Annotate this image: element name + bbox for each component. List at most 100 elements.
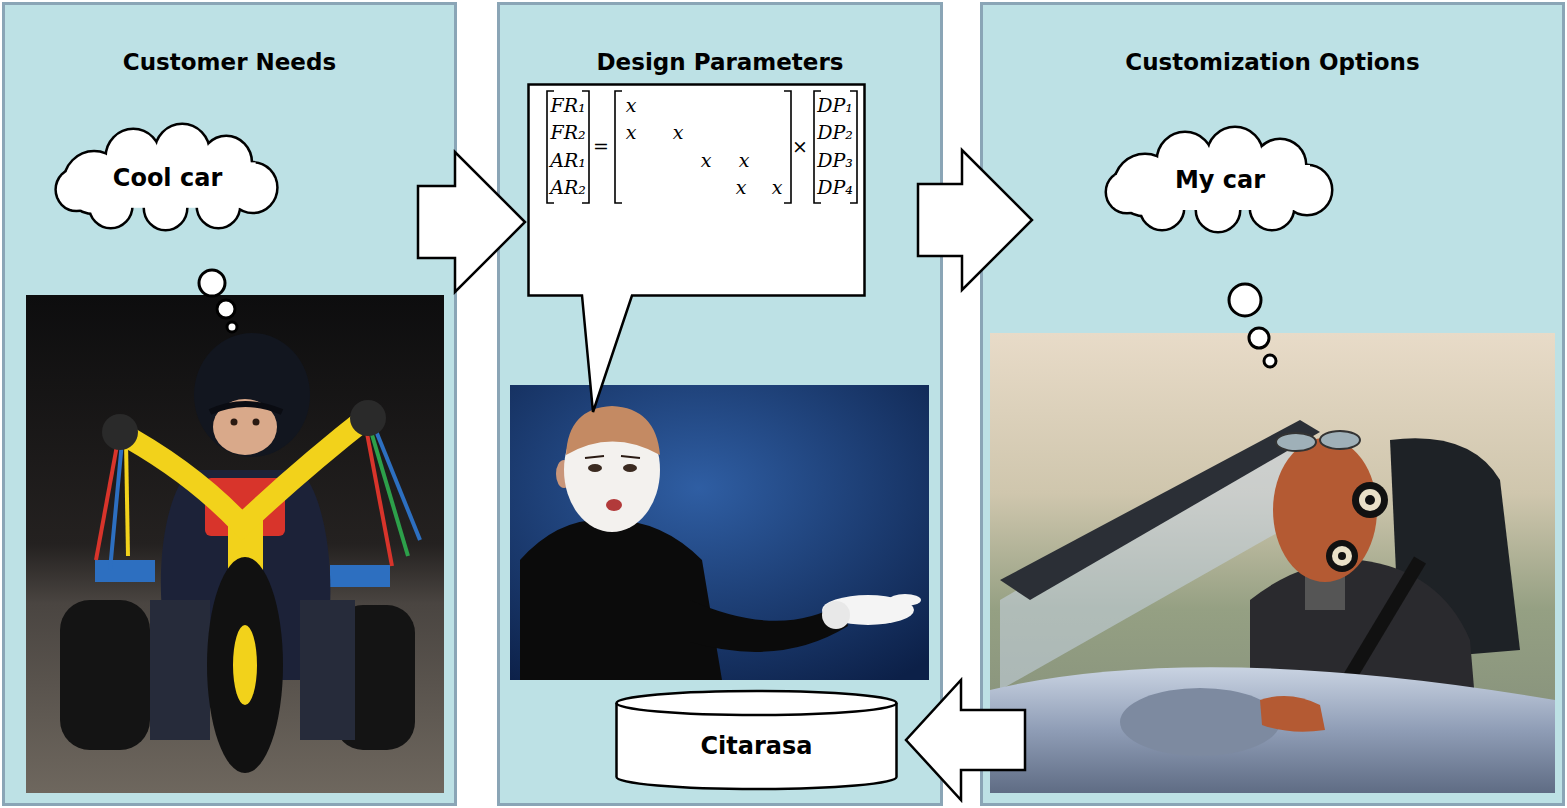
- cloud-fill: [1107, 128, 1331, 231]
- stage-panel: Customer NeedsCool car: [2, 2, 457, 806]
- block-arrow: [418, 152, 525, 292]
- convertible-photo-part: [1326, 540, 1358, 572]
- convertible-photo-part: [1000, 430, 1300, 690]
- tricycle-photo-part: [205, 478, 285, 536]
- vector-entry: FR₂: [550, 121, 585, 143]
- matrix-entry: x: [701, 149, 712, 171]
- mime-photo-part: [822, 601, 850, 629]
- convertible-photo-part: [1352, 482, 1388, 518]
- convertible-photo-part: [1120, 688, 1280, 756]
- mime-photo-part: [585, 456, 640, 458]
- times-sign: ×: [792, 135, 808, 157]
- matrix-bracket: [784, 91, 791, 203]
- mime-photo: [510, 385, 929, 680]
- cylinder-body: [617, 691, 897, 789]
- mime-photo-part: [556, 460, 572, 488]
- mime-photo-part: [566, 406, 660, 455]
- tricycle-photo-part: [300, 600, 355, 740]
- vector-entry: DP₁: [817, 94, 853, 116]
- vector-entry: DP₃: [817, 149, 853, 171]
- tricycle-photo-part: [210, 404, 282, 412]
- tricycle-photo-part: [115, 415, 370, 525]
- tricycle-photo-part: [233, 625, 257, 705]
- mime-photo-part: [520, 520, 722, 681]
- cloud-core: [89, 162, 255, 207]
- tricycle-photo-part: [110, 442, 122, 570]
- tricycle-photo-part: [126, 442, 128, 556]
- vector-entry: DP₄: [817, 176, 853, 198]
- cloud-core: [1140, 165, 1310, 210]
- tricycle-photo-part: [26, 295, 444, 793]
- convertible-photo-part: [990, 333, 1555, 793]
- matrix-entry: x: [736, 176, 747, 198]
- equals-sign: =: [593, 135, 609, 157]
- tricycle-photo-part: [213, 399, 277, 455]
- tricycle-photo-part: [253, 419, 260, 426]
- tricycle-photo-part: [161, 470, 331, 680]
- convertible-photo: [990, 333, 1555, 793]
- matrix-entry: x: [739, 149, 750, 171]
- convertible-photo-part: [1305, 570, 1345, 610]
- mime-photo-part: [510, 385, 929, 680]
- convertible-photo-part: [990, 667, 1555, 793]
- convertible-photo-part: [1250, 560, 1480, 760]
- block-arrow: [906, 680, 1025, 800]
- tricycle-photo-part: [370, 428, 408, 556]
- convertible-photo-part: [1276, 433, 1316, 451]
- convertible-photo-part: [1000, 420, 1320, 600]
- stage-panel: Customization Options My car: [980, 2, 1565, 806]
- tricycle-photo-part: [150, 600, 210, 740]
- cloud-outline: [1107, 128, 1331, 231]
- mime-photo-part: [588, 464, 602, 472]
- thought-dots-part: [217, 300, 235, 318]
- convertible-photo-part: [1320, 431, 1360, 449]
- thought-dots-part: [1229, 284, 1261, 316]
- panel-heading: Customer Needs: [5, 5, 454, 76]
- matrix-entry: x: [626, 94, 637, 116]
- tricycle-photo-part: [335, 605, 415, 750]
- convertible-photo-part: [1359, 489, 1381, 511]
- convertible-photo-part: [1390, 438, 1520, 660]
- matrix-bracket: [615, 91, 622, 203]
- tricycle-photo: [26, 295, 444, 793]
- thought-dots-part: [1249, 328, 1269, 348]
- convertible-photo-part: [1332, 546, 1352, 566]
- cloud-outline: [57, 125, 276, 229]
- tricycle-photo-part: [95, 560, 155, 582]
- matrix-entry: x: [673, 121, 684, 143]
- tricycle-photo-part: [60, 600, 150, 750]
- thought-dots-part: [227, 322, 237, 332]
- tricycle-photo-part: [231, 419, 238, 426]
- mime-photo-part: [606, 499, 622, 511]
- mime-photo-part: [623, 464, 637, 472]
- cylinder-rim: [617, 703, 897, 715]
- thought-text: Cool car: [113, 163, 222, 193]
- tricycle-photo-part: [374, 426, 420, 540]
- mime-photo-part: [822, 595, 914, 625]
- tricycle-photo-part: [207, 557, 283, 773]
- tricycle-photo-part: [350, 400, 386, 436]
- speech-bubble-body: [529, 85, 865, 413]
- convertible-photo-part: [1260, 696, 1325, 732]
- vector-entry: AR₂: [550, 176, 586, 198]
- convertible-photo-part: [1300, 560, 1420, 760]
- panel-heading: Customization Options: [983, 5, 1562, 76]
- tricycle-photo-part: [366, 428, 392, 566]
- tricycle-photo-part: [228, 520, 263, 680]
- database-label: Citarasa: [700, 731, 812, 761]
- tricycle-photo-part: [102, 414, 138, 450]
- block-arrow: [918, 150, 1032, 290]
- cloud-fill: [57, 125, 276, 229]
- convertible-photo-part: [1365, 495, 1375, 505]
- tricycle-photo-part: [96, 440, 118, 560]
- matrix-brackets: [547, 91, 857, 203]
- thought-dots: [199, 270, 1276, 367]
- matrix-entry: x: [626, 121, 637, 143]
- tricycle-photo-part: [194, 333, 310, 457]
- thought-cloud: My car: [1100, 130, 1340, 230]
- convertible-photo-part: [1273, 438, 1377, 582]
- database-cylinder: Citarasa: [615, 690, 898, 790]
- matrix-entry: x: [772, 176, 783, 198]
- thought-dots-part: [1264, 355, 1276, 367]
- stage-panel: Design ParametersFR₁FR₂AR₁AR₂=xxxxxxx×DP…: [497, 2, 943, 806]
